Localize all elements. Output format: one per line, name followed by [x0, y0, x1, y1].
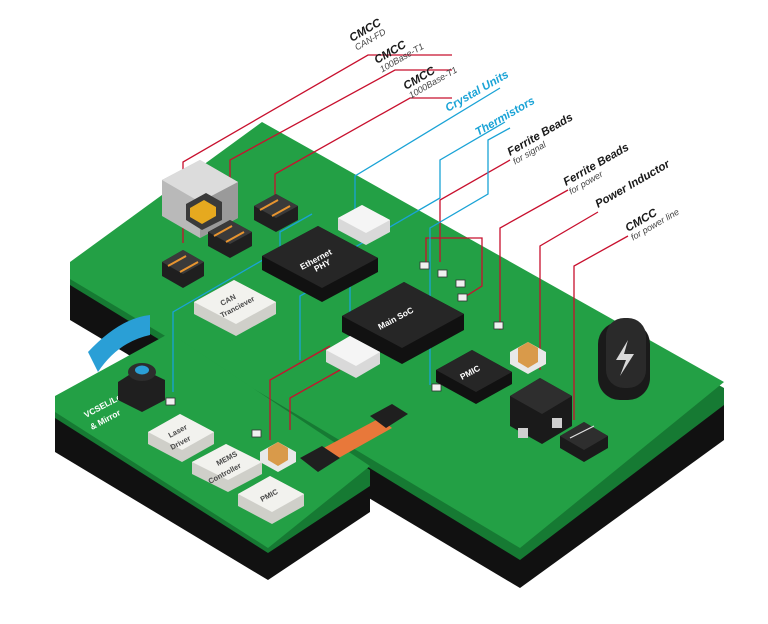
- flex-cable: [300, 404, 408, 472]
- callout-thermistors: Thermistors: [474, 95, 538, 139]
- small-components: [165, 261, 504, 438]
- callout-ferrite-signal: Ferrite Beads for signal: [506, 111, 576, 166]
- line-cmcc-powerline: [573, 235, 629, 420]
- callout-cmcc-1000base: CMCC 1000Base-T1: [402, 65, 459, 101]
- callout-thermistors-title: Thermistors: [474, 95, 538, 139]
- power-inductor-component: [510, 378, 572, 444]
- line-ferrite-inner: [425, 237, 483, 301]
- can-transceiver-module: CAN Tranciever: [194, 280, 276, 336]
- vcsel-lens-icon: [118, 363, 165, 412]
- main-soc-chip: Main SoC: [342, 282, 464, 364]
- ferrite-bead-power: [510, 342, 546, 374]
- callout-cmcc-powerline: CMCC for power line: [624, 207, 681, 243]
- cmcc-powerline-chip: [560, 422, 608, 462]
- line-crystal-units: [354, 87, 501, 215]
- power-connector-icon: [598, 318, 650, 400]
- line-ferrite-power: [499, 189, 569, 330]
- ethernet-phy-chip: Ethernet PHY: [262, 226, 378, 302]
- lightning-icon: [616, 340, 634, 376]
- rj45-connector-icon: [162, 160, 238, 238]
- callout-cmcc-canfd: CMCC CAN-FD: [348, 17, 388, 53]
- pmic-small-module: PMIC: [238, 476, 304, 524]
- pmic-main-chip: PMIC: [436, 350, 512, 404]
- line-cmcc-1000base: [274, 97, 452, 198]
- line-small-ferrite: [269, 345, 331, 440]
- line-ferrite-signal: [439, 159, 511, 262]
- laser-driver-module: Laser Driver: [148, 414, 214, 462]
- crystal-unit-top: [338, 205, 390, 245]
- cmcc-chip-100base: [208, 220, 252, 258]
- crystal-unit-bottom: [326, 336, 380, 378]
- line-small-ferrite-2: [289, 369, 341, 430]
- blue-mirror-arc: [88, 315, 150, 372]
- mems-controller-module: MEMS Controller: [192, 444, 262, 492]
- cmcc-chip-canfd: [162, 250, 204, 288]
- small-board-ferrite: [260, 442, 296, 472]
- callout-lines: [172, 54, 629, 440]
- cmcc-chip-1000base: [254, 194, 298, 232]
- line-power-inductor: [539, 211, 599, 370]
- cmcc-chips: [162, 194, 298, 288]
- line-thermistors: [429, 127, 511, 385]
